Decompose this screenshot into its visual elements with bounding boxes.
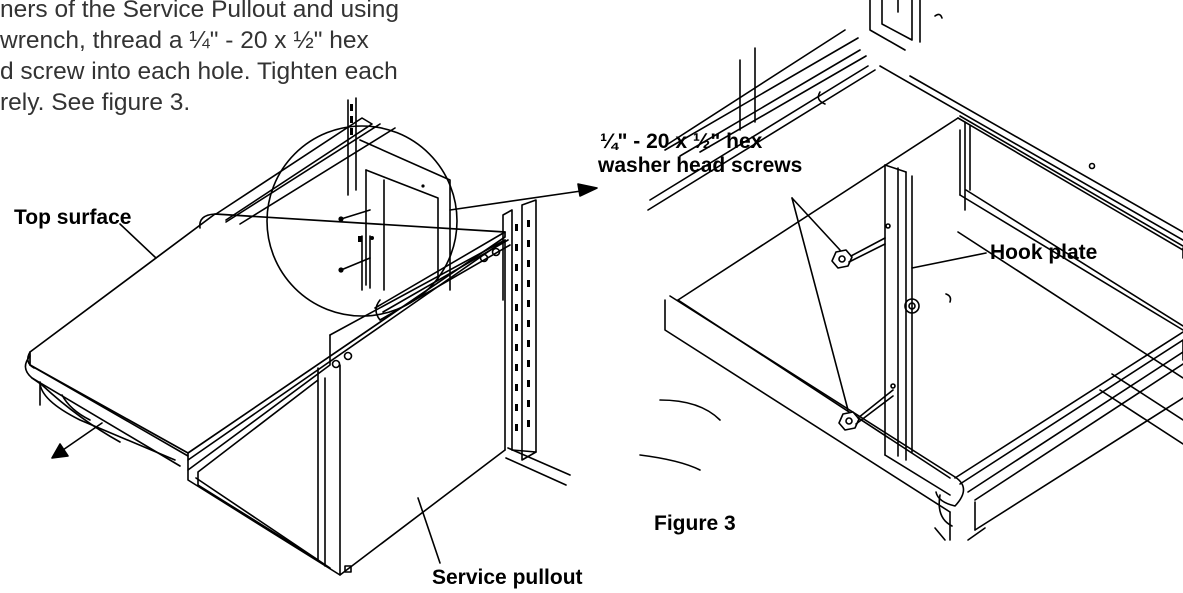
callout-arrowhead — [577, 183, 598, 197]
left-rail-slots — [350, 104, 353, 135]
right-rail-slots — [515, 220, 530, 431]
pull-direction-arrowhead — [51, 443, 69, 459]
figure-caption: Figure 3 — [654, 512, 736, 535]
top-surface-shape — [29, 213, 506, 454]
circle-screws — [338, 184, 425, 273]
instruction-text: ners of the Service Pullout and using wr… — [0, 0, 400, 118]
right-detail-assembly — [639, 0, 1183, 541]
detail-shelf-edge — [677, 117, 959, 301]
instruction-line-4: rely. See figure 3. — [0, 89, 191, 116]
label-hex-screws: ¼" - 20 x ½" hex washer head screws — [598, 130, 802, 178]
instruction-line-1: ners of the Service Pullout and using — [0, 0, 400, 23]
hex-screw-lower — [838, 389, 894, 431]
detail-callout-circle — [266, 125, 458, 317]
label-top-surface: Top surface — [14, 206, 132, 229]
hook-plate-nut — [904, 298, 920, 314]
label-hook-plate: Hook plate — [990, 241, 1098, 264]
hex-screw-upper — [831, 237, 886, 269]
instruction-line-3: d screw into each hole. Tighten each — [0, 58, 398, 85]
label-service-pullout: Service pullout — [432, 566, 583, 589]
instruction-line-2: wrench, thread a ¼" - 20 x ½" hex — [0, 27, 369, 54]
label-hex-screws-line-2: washer head screws — [598, 154, 803, 177]
left-rack-assembly — [24, 97, 598, 576]
label-hex-screws-line-1: ¼" - 20 x ½" hex — [600, 130, 763, 153]
